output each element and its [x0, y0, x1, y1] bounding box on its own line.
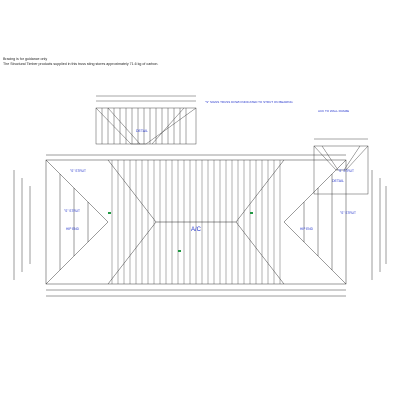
hip-left-label: HIP END	[66, 227, 80, 231]
bracing-note: Bracing is for guidance only	[3, 57, 48, 61]
top-note: "S" SIGNS TRUSS DOWN INDICATED TO STRUT …	[205, 100, 293, 104]
detail-right-label: DETAIL	[332, 179, 344, 183]
green-markers	[108, 212, 253, 252]
detail-top-left	[95, 95, 197, 145]
detail-left-label: DETAIL	[136, 129, 148, 133]
right-note: ACK TO WALL FRAME	[318, 109, 349, 113]
center-ac-label: A/C	[191, 227, 202, 233]
strut-right-tag: "S" STRUT	[338, 169, 354, 173]
main-truss-plan	[13, 154, 387, 297]
strut-left-tag: "S" STRUT	[70, 169, 86, 173]
strut-left-tag-2: "S" STRUT	[64, 209, 80, 213]
truss-verticals	[111, 160, 281, 284]
detail-top-right	[313, 138, 369, 195]
strut-right-tag-2: "S" STRUT	[340, 211, 356, 215]
carbon-note: The Structural Timber products supplied …	[3, 62, 159, 66]
hip-right-label: HIP END	[300, 227, 314, 231]
